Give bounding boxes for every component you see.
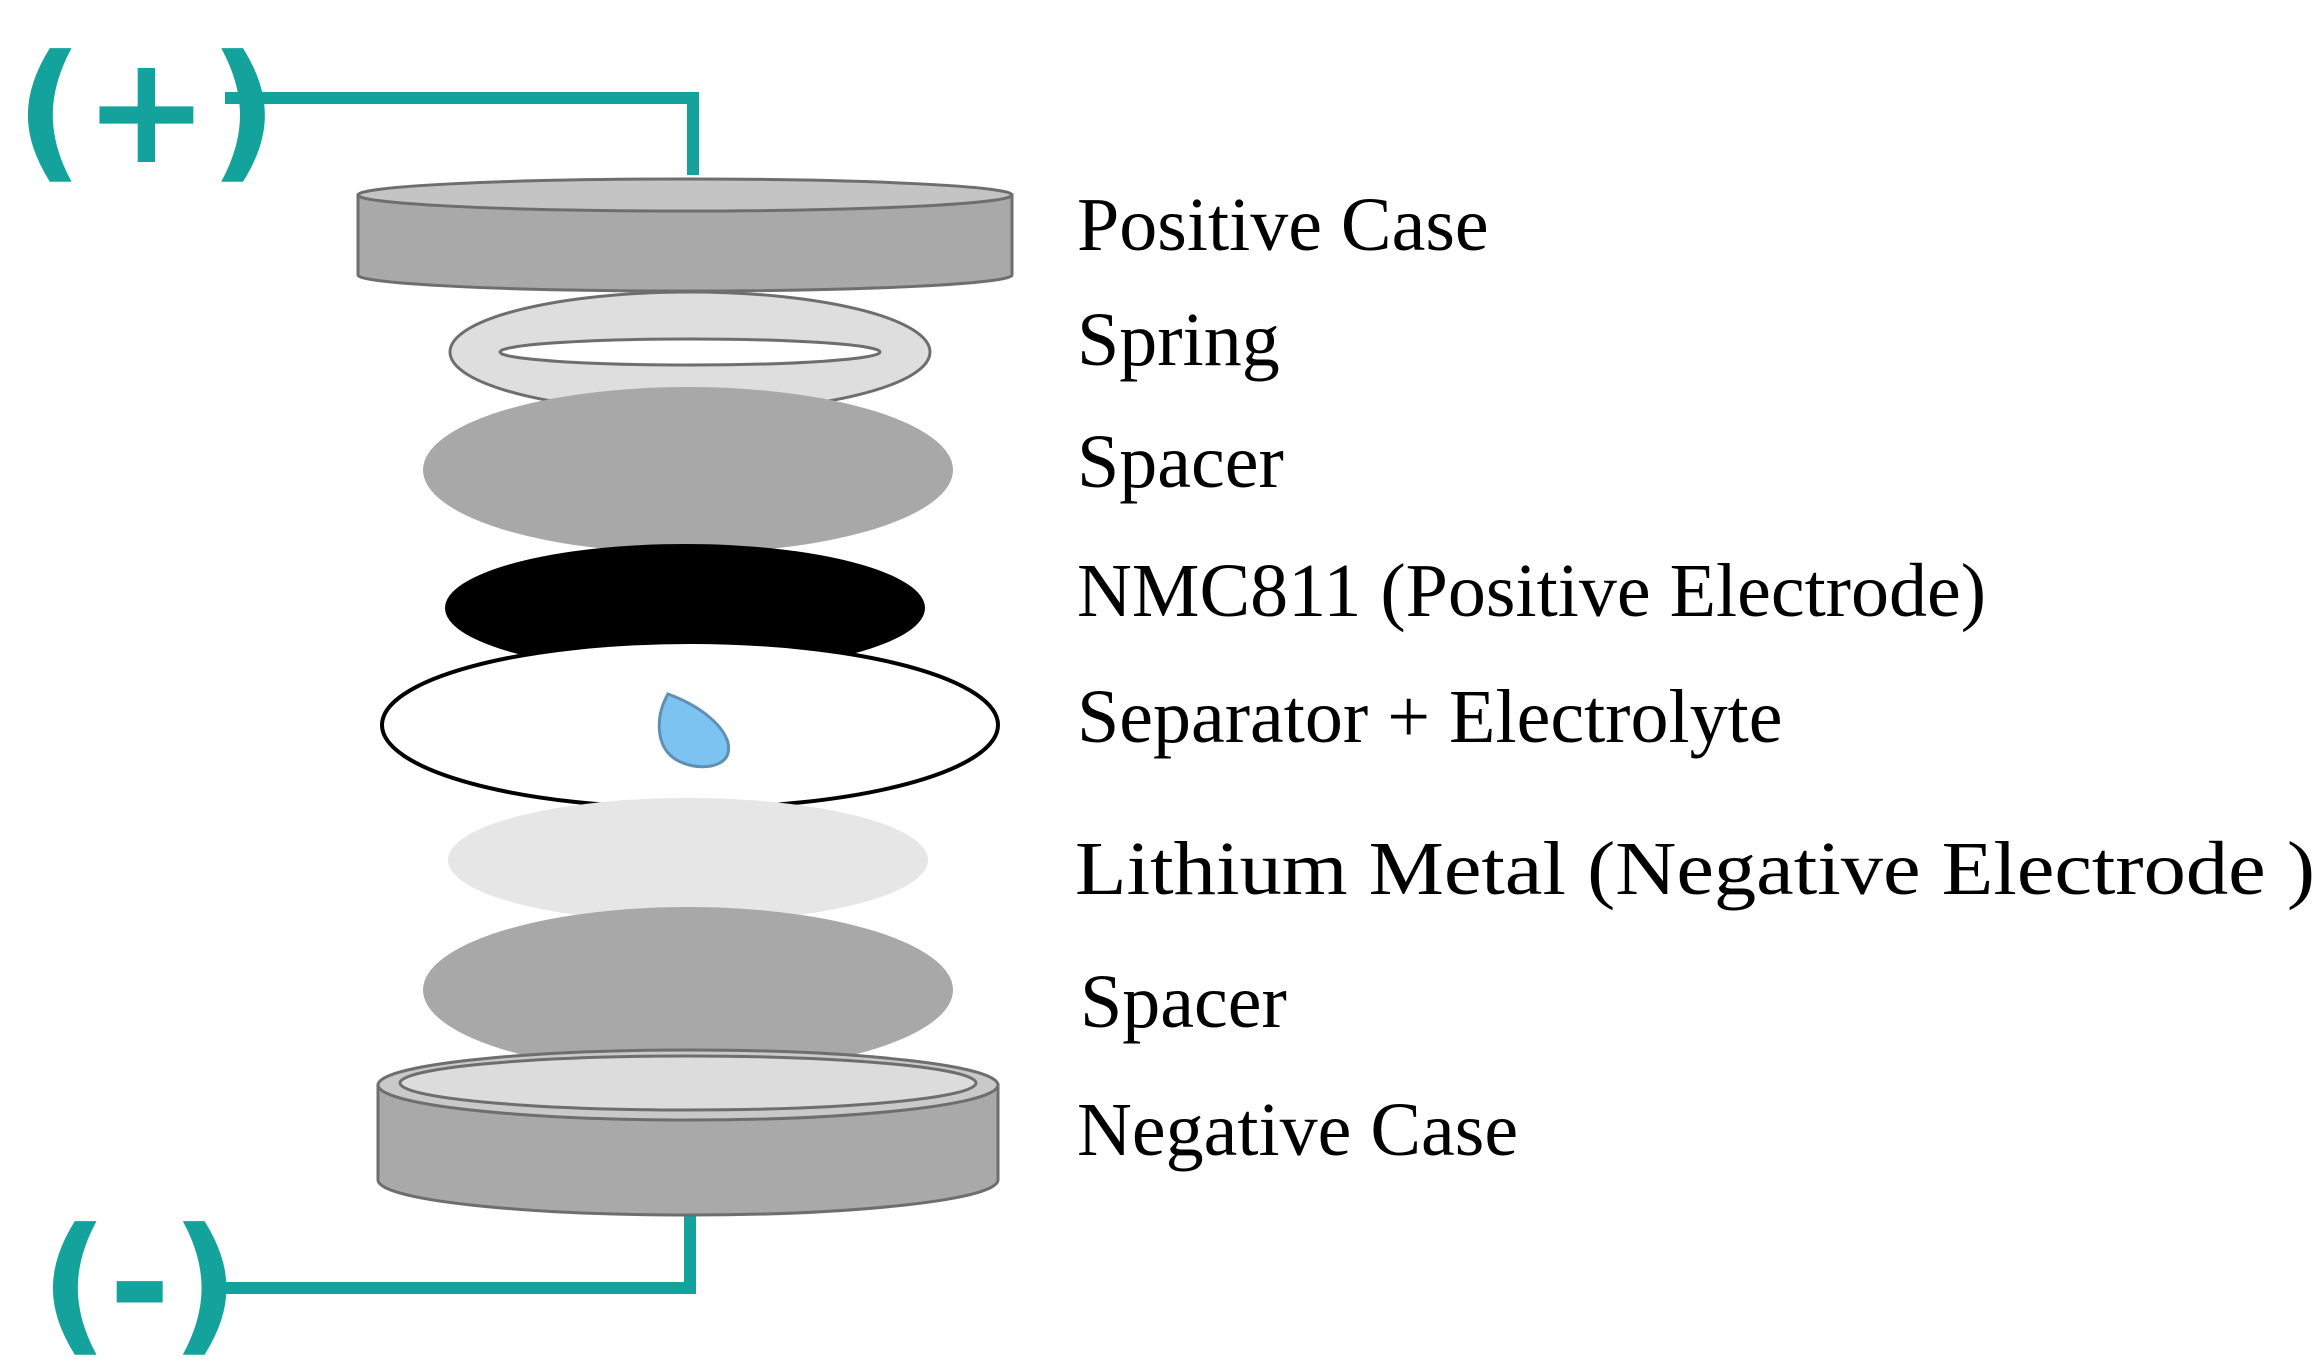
layer-label-spacer-top: Spacer	[1077, 420, 1284, 504]
positive-terminal-label: (+)	[15, 24, 278, 198]
electrolyte-drop-icon	[657, 692, 731, 769]
layer-label-separator: Separator + Electrolyte	[1077, 675, 1782, 759]
layer-label-spring: Spring	[1077, 298, 1280, 382]
negative-terminal-label: (-)	[40, 1197, 239, 1364]
positive-electrode-shape	[445, 544, 925, 672]
spring-shape	[448, 290, 932, 414]
layer-label-positive-electrode: NMC811 (Positive Electrode)	[1077, 549, 1986, 633]
positive-case-shape	[356, 177, 1014, 293]
negative-electrode-shape	[448, 798, 928, 922]
layer-label-spacer-bottom: Spacer	[1080, 960, 1287, 1044]
spacer-top-shape	[423, 387, 953, 553]
spacer-bottom-shape	[423, 907, 953, 1073]
negative-case-shape	[376, 1048, 1000, 1217]
negative-wire	[222, 1210, 696, 1294]
layer-label-positive-case: Positive Case	[1077, 183, 1489, 267]
positive-wire	[225, 92, 699, 175]
layer-label-negative-case: Negative Case	[1077, 1088, 1518, 1172]
layer-label-negative-electrode: Lithium Metal (Negative Electrode )	[1075, 827, 2315, 911]
